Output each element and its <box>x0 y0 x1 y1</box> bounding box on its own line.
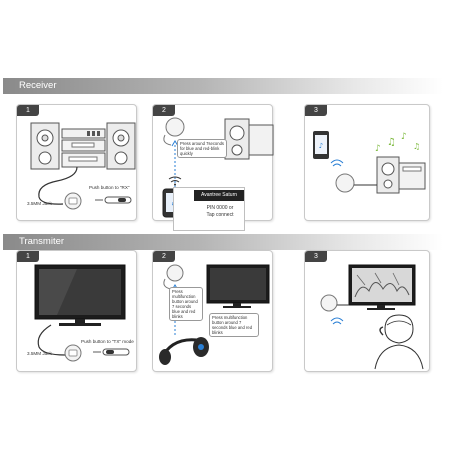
push-button-label: Push button to "TX" mode <box>81 339 134 344</box>
tv-illustration <box>34 264 130 362</box>
step-number: 2 <box>153 251 175 262</box>
receiver-step1-panel: 1 3.5MM Jack Push button to "RX" <box>16 104 137 221</box>
receiver-step2-panel: 2 ✱ Press around 7seconds for blue and r… <box>152 104 274 231</box>
receiver-step3-panel: 3 ♪ ♪ ♫ ♪ ♫ <box>304 104 430 221</box>
headset-pairing-illustration <box>159 264 270 365</box>
music-playback-illustration: ♪ ♪ ♫ ♪ ♫ <box>313 131 426 194</box>
svg-text:♫: ♫ <box>413 142 420 151</box>
device-name: Avantree Saturn <box>194 190 244 201</box>
transmitter-section-title: Transmiter <box>3 234 443 250</box>
pairing-instruction: Press around 7seconds for blue and red-b… <box>177 139 227 159</box>
stereo-illustration <box>30 122 136 210</box>
tv-watching-illustration <box>320 264 424 370</box>
jack-label: 3.5MM Jack <box>27 351 52 356</box>
tap-connect-text: Tap connect <box>206 211 234 218</box>
bluetooth-device-card: Avantree Saturn PIN 0000 or Tap connect <box>173 187 245 231</box>
jack-label: 3.5MM Jack <box>27 201 52 206</box>
receiver-section-title: Receiver <box>3 78 443 94</box>
svg-text:♪: ♪ <box>375 144 381 154</box>
svg-text:♪: ♪ <box>401 132 407 142</box>
transmitter-step3-panel: 3 <box>304 250 430 372</box>
svg-text:♪: ♪ <box>319 142 323 150</box>
step-number: 1 <box>17 105 39 116</box>
step-number: 1 <box>17 251 39 262</box>
step-number: 3 <box>305 251 327 262</box>
step-number: 3 <box>305 105 327 116</box>
transmitter-step1-panel: 1 3.5MM Jack Push button to "TX" mode <box>16 250 137 372</box>
device-instruction: Press multifunction button around 7 seco… <box>169 287 203 322</box>
step-number: 2 <box>153 105 175 116</box>
transmitter-step2-panel: 2 Press multifunction button around 7 se… <box>152 250 273 372</box>
svg-text:♫: ♫ <box>387 137 396 148</box>
push-button-label: Push button to "RX" <box>89 185 130 190</box>
headset-instruction: Press multifunction button around 7 seco… <box>209 313 259 338</box>
pin-text: PIN 0000 or <box>206 205 234 211</box>
